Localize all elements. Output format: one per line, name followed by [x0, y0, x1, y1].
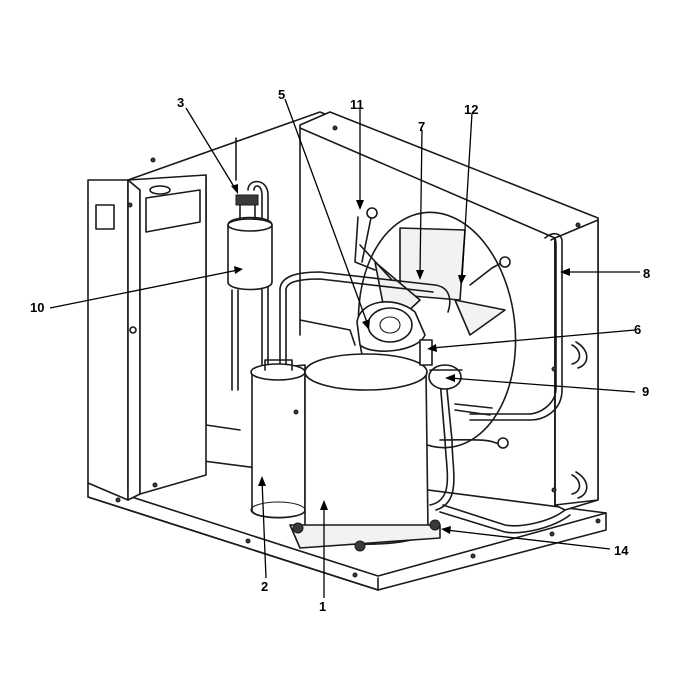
callout-8: 8	[643, 266, 650, 281]
callout-7: 7	[418, 119, 425, 134]
pressure-control	[419, 339, 463, 390]
callout-10: 10	[30, 300, 44, 315]
callout-1: 1	[319, 599, 326, 614]
callout-11: 11	[350, 97, 364, 112]
compressor	[289, 353, 441, 552]
callout-labels: 1 2 3 5 6 7 8 9 10 11 12 14	[30, 87, 650, 614]
callout-6: 6	[634, 322, 641, 337]
electrical-box	[87, 174, 207, 501]
callout-2: 2	[261, 579, 268, 594]
callout-14: 14	[614, 543, 629, 558]
callout-9: 9	[642, 384, 649, 399]
leader-arrowheads	[231, 184, 570, 534]
callout-5: 5	[278, 87, 285, 102]
callout-3: 3	[177, 95, 184, 110]
fan-motor	[356, 301, 426, 352]
condenser-coil-panel	[299, 111, 599, 511]
receiver	[250, 359, 306, 519]
leader-lines	[49, 98, 640, 598]
callout-12: 12	[464, 102, 478, 117]
refrigerant-piping	[247, 180, 571, 534]
